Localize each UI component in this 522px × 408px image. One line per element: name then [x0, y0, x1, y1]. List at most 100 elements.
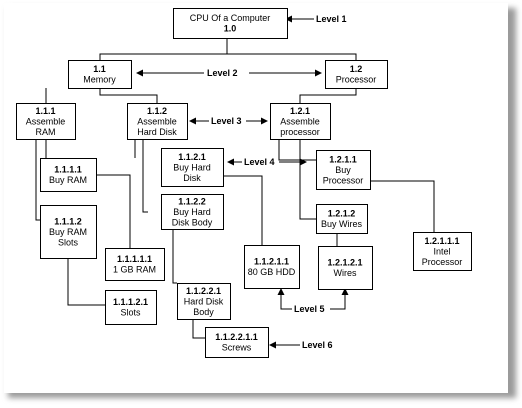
node-box — [40, 158, 97, 192]
level-label-5: Level 5 — [294, 304, 325, 314]
node-text: Disk Body — [172, 217, 213, 227]
node-code: 1.1 — [93, 64, 106, 74]
node-code: 1.1.2.1.1 — [254, 257, 289, 267]
node-code: 1.1.1.1.1 — [117, 254, 152, 264]
node-code: 1.1.2.2.1 — [186, 286, 221, 296]
node-text: Buy RAM — [49, 227, 87, 237]
connector — [142, 139, 148, 213]
node-text: 80 GB HDD — [248, 267, 296, 277]
node-text: Disk — [183, 173, 201, 183]
node-text: Intel — [433, 246, 450, 256]
node-text: Processor — [336, 75, 377, 85]
connector — [227, 53, 357, 60]
node-text: Processor — [323, 175, 364, 185]
wbs-node: 1.1.2.1.180 GB HDD — [244, 245, 300, 289]
arrow-level-5-left — [277, 288, 292, 310]
level-label-4: Level 4 — [244, 157, 275, 167]
node-text: Hard Disk — [184, 296, 224, 306]
node-box — [161, 148, 224, 187]
node-box — [316, 204, 368, 234]
node-code: 1.2.1.1 — [329, 154, 357, 164]
node-code: 1.2.1.2.1 — [327, 258, 362, 268]
node-text: Processor — [422, 257, 463, 267]
node-text: Wires — [334, 268, 357, 278]
node-box — [413, 232, 472, 271]
arrow-level-5-right — [330, 288, 349, 310]
node-text: Slots — [58, 237, 79, 247]
level-label-2: Level 2 — [207, 68, 238, 78]
node-code: 1.1.2 — [147, 106, 167, 116]
node-text: Slots — [120, 308, 141, 318]
node-code: 1.1.2.1 — [178, 152, 206, 162]
node-box — [244, 245, 300, 289]
node-box — [68, 60, 132, 89]
node-text: Memory — [83, 75, 116, 85]
connector — [35, 139, 40, 221]
node-box — [105, 248, 165, 281]
level-labels: Level 1 Level 2 Level 3 Level 4 Level 5 … — [207, 14, 347, 350]
node-text: Body — [193, 307, 214, 317]
node-text: Screws — [222, 343, 252, 353]
node-box — [105, 290, 157, 325]
connector — [223, 175, 263, 245]
node-box — [318, 246, 373, 290]
node-text: CPU Of a Computer — [190, 13, 271, 23]
node-code: 1.1.1.1 — [54, 165, 82, 175]
node-code: 1.1.1.2 — [54, 216, 82, 226]
level-label-6: Level 6 — [302, 340, 333, 350]
node-text: 1.0 — [224, 24, 237, 34]
connector — [99, 38, 228, 60]
node-box — [16, 103, 76, 140]
connector — [192, 319, 205, 339]
node-text: Hard Disk — [137, 127, 177, 137]
node-text: Buy — [335, 165, 351, 175]
node-box — [40, 205, 97, 259]
node-box — [270, 103, 331, 140]
node-text: Assemble — [137, 116, 177, 126]
node-box — [177, 283, 231, 320]
node-text: Buy RAM — [49, 175, 87, 185]
connector — [96, 174, 131, 248]
node-code: 1.1.1 — [35, 106, 55, 116]
wbs-node: 1.1.1.1.11 GB RAM — [105, 248, 165, 281]
node-code: 1.2.1.2 — [328, 209, 356, 219]
connector — [299, 88, 357, 103]
level-label-1: Level 1 — [316, 14, 347, 24]
node-code: 1.2.1.1.1 — [424, 236, 459, 246]
node-code: 1.1.2.2 — [178, 196, 206, 206]
node-text: processor — [280, 127, 320, 137]
node-text: Assemble — [26, 116, 66, 126]
connector — [99, 88, 158, 103]
node-box — [316, 150, 371, 190]
node-text: Buy Wires — [321, 219, 363, 229]
node-text: RAM — [36, 127, 56, 137]
connector — [299, 139, 316, 220]
connector — [370, 180, 435, 232]
node-code: 1.1.2.2.1.1 — [215, 332, 258, 342]
connector — [40, 139, 47, 161]
node-text: Assemble — [280, 116, 320, 126]
node-code: 1.1.1.2.1 — [113, 297, 148, 307]
node-code: 1.2.1 — [290, 106, 310, 116]
node-text: Buy Hard — [173, 162, 211, 172]
node-box — [325, 60, 388, 89]
node-box — [161, 194, 224, 230]
